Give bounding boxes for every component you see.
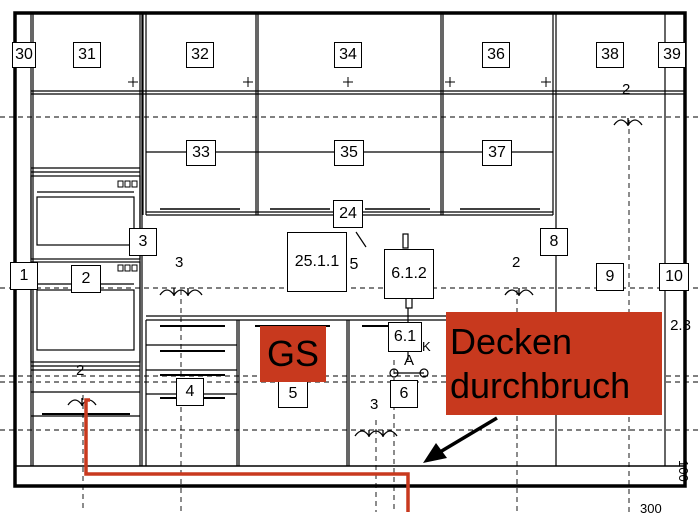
annotation-a: A (404, 352, 415, 369)
label-24: 24 (333, 200, 363, 228)
label-38: 38 (596, 42, 624, 68)
label-39: 39 (658, 42, 686, 68)
label-31: 31 (73, 42, 101, 68)
pipe-route (84, 398, 410, 512)
gs-callout-text: GS (266, 333, 319, 374)
annotation-k: K (422, 339, 431, 354)
annotation-3-left: 3 (175, 254, 184, 271)
annotation-2-top: 2 (622, 81, 631, 98)
oven-knobs (117, 180, 138, 272)
label-34: 34 (334, 42, 362, 68)
label-4: 4 (176, 378, 204, 406)
gs-callout: GS (260, 326, 326, 382)
crosshair-markers (128, 77, 551, 87)
label-35: 35 (334, 140, 364, 166)
label-9: 9 (596, 263, 624, 291)
dimension-bottom: 300 (640, 501, 662, 516)
label-32: 32 (186, 42, 214, 68)
annotation-2-low: 2 (76, 362, 85, 379)
decken-durchbruch-callout: Decken durchbruch (446, 312, 662, 415)
label-3: 3 (129, 228, 157, 256)
annotation-2-mid: 2 (512, 254, 521, 271)
label-2-3: 2.3 (670, 316, 691, 334)
dimension-right: 100 (676, 460, 691, 482)
label-37: 37 (482, 140, 512, 166)
label-8: 8 (540, 228, 568, 256)
callout-arrow (423, 416, 498, 463)
label-5: 5 (278, 380, 308, 408)
label-25-1-1: 25.1.1 (287, 232, 347, 292)
oven-column (30, 167, 141, 417)
outlet-symbols (67, 118, 643, 438)
label-36: 36 (482, 42, 510, 68)
label-1: 1 (10, 262, 38, 290)
label-10: 10 (659, 263, 689, 291)
label-6-1: 6.1 (388, 322, 422, 352)
decken-callout-line2: durchbruch (450, 364, 631, 406)
outer-frame (13, 11, 687, 488)
decken-callout-line1: Decken (450, 320, 573, 362)
label-6: 6 (390, 380, 418, 408)
label-5-upper: 5 (349, 256, 359, 273)
label-30: 30 (12, 42, 36, 68)
label-6-1-2: 6.1.2 (384, 249, 434, 299)
valve-circles (389, 368, 429, 378)
label-33: 33 (186, 140, 216, 166)
annotation-3-low: 3 (370, 396, 379, 413)
label-2: 2 (71, 265, 101, 293)
